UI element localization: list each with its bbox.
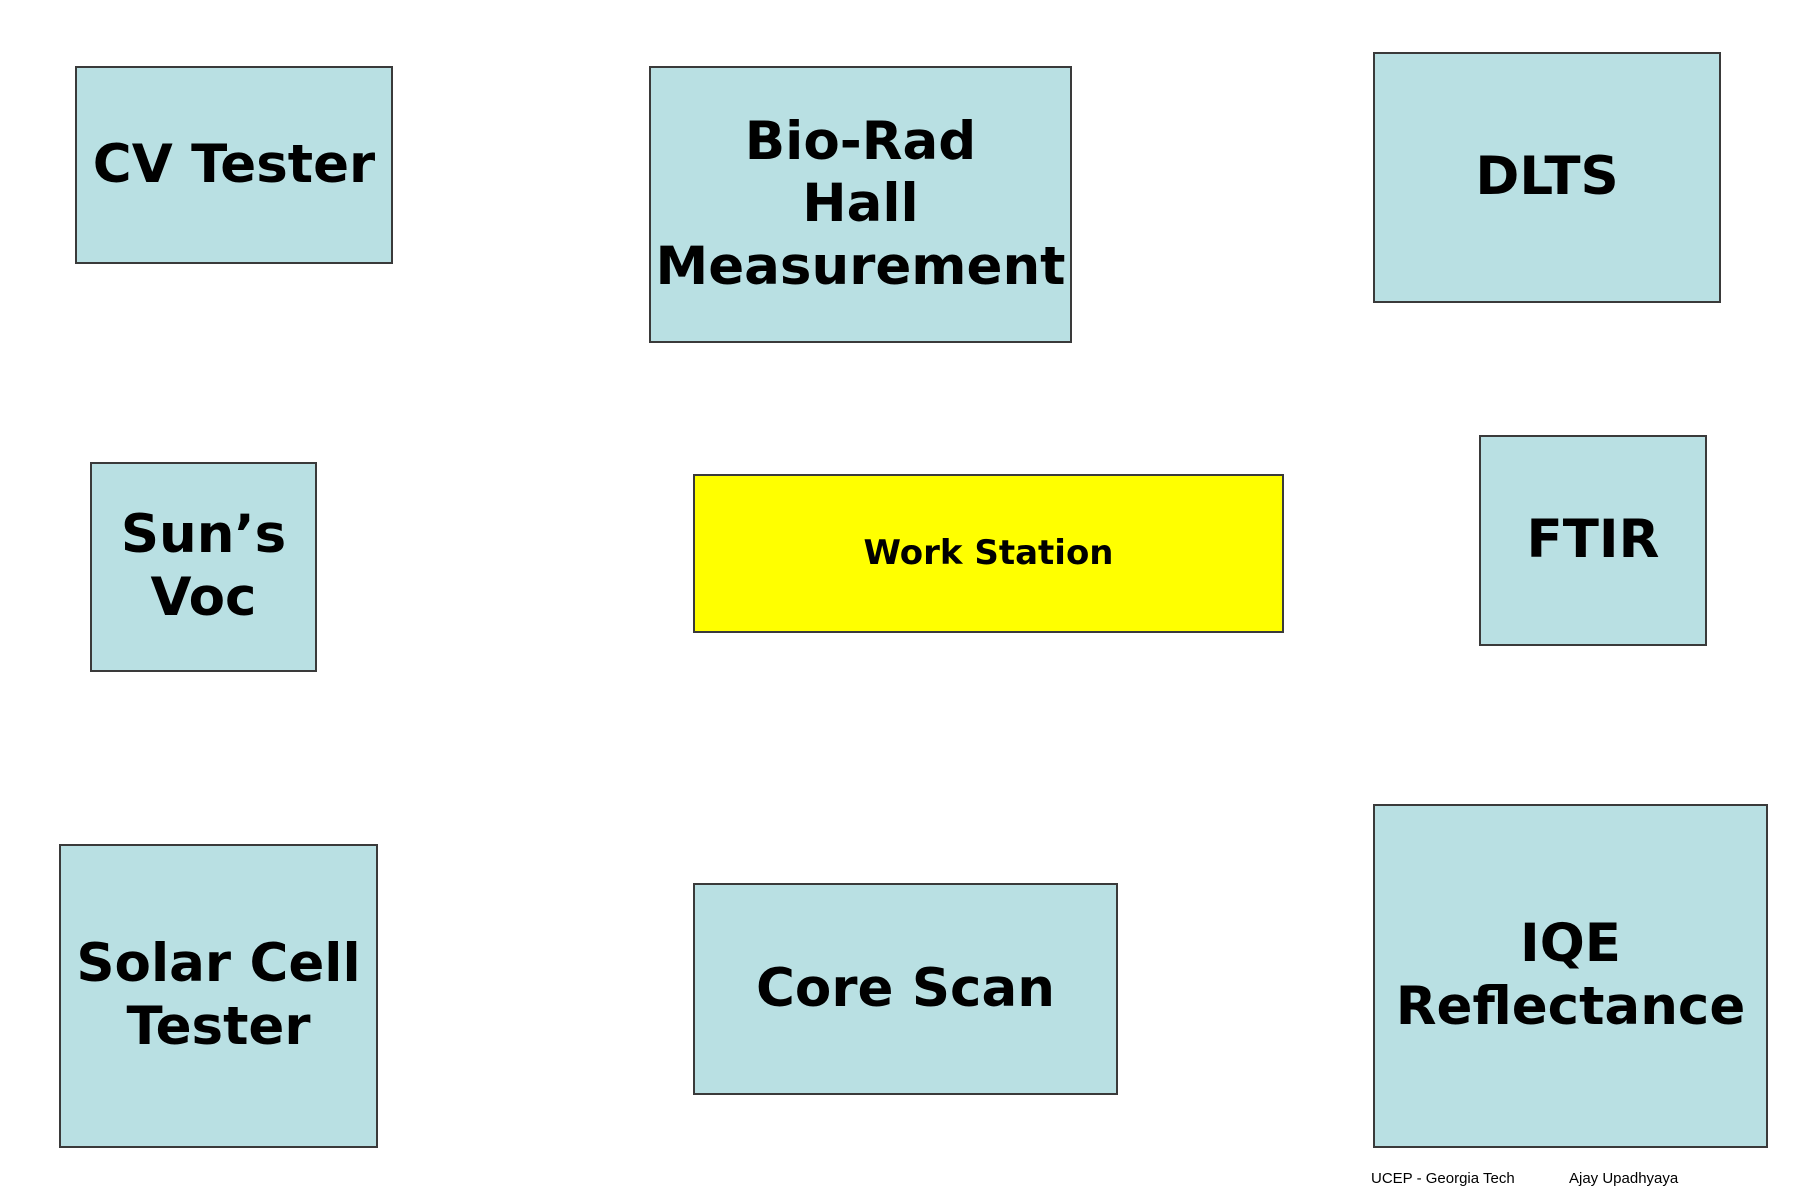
work-station-label: Work Station — [863, 533, 1114, 574]
ftir-label: FTIR — [1526, 509, 1660, 571]
bio-rad-hall-measurement-label: Bio-Rad Hall Measurement — [655, 110, 1066, 297]
bio-rad-hall-measurement-box: Bio-Rad Hall Measurement — [649, 66, 1072, 343]
solar-cell-tester-label: Solar Cell Tester — [76, 933, 361, 1057]
suns-voc-label: Sun’s Voc — [120, 504, 287, 628]
suns-voc-box: Sun’s Voc — [90, 462, 317, 672]
solar-cell-tester-box: Solar Cell Tester — [59, 844, 378, 1148]
cv-tester-label: CV Tester — [92, 133, 376, 195]
core-scan-box: Core Scan — [693, 883, 1118, 1095]
footer-organization: UCEP - Georgia Tech — [1371, 1170, 1515, 1187]
cv-tester-box: CV Tester — [75, 66, 393, 264]
footer-author: Ajay Upadhyaya — [1569, 1170, 1679, 1187]
dlts-label: DLTS — [1475, 146, 1619, 208]
ftir-box: FTIR — [1479, 435, 1707, 646]
iqe-reflectance-label: IQE Reflectance — [1395, 913, 1746, 1037]
dlts-box: DLTS — [1373, 52, 1721, 303]
core-scan-label: Core Scan — [756, 957, 1055, 1019]
iqe-reflectance-box: IQE Reflectance — [1373, 804, 1768, 1148]
work-station-box: Work Station — [693, 474, 1284, 633]
